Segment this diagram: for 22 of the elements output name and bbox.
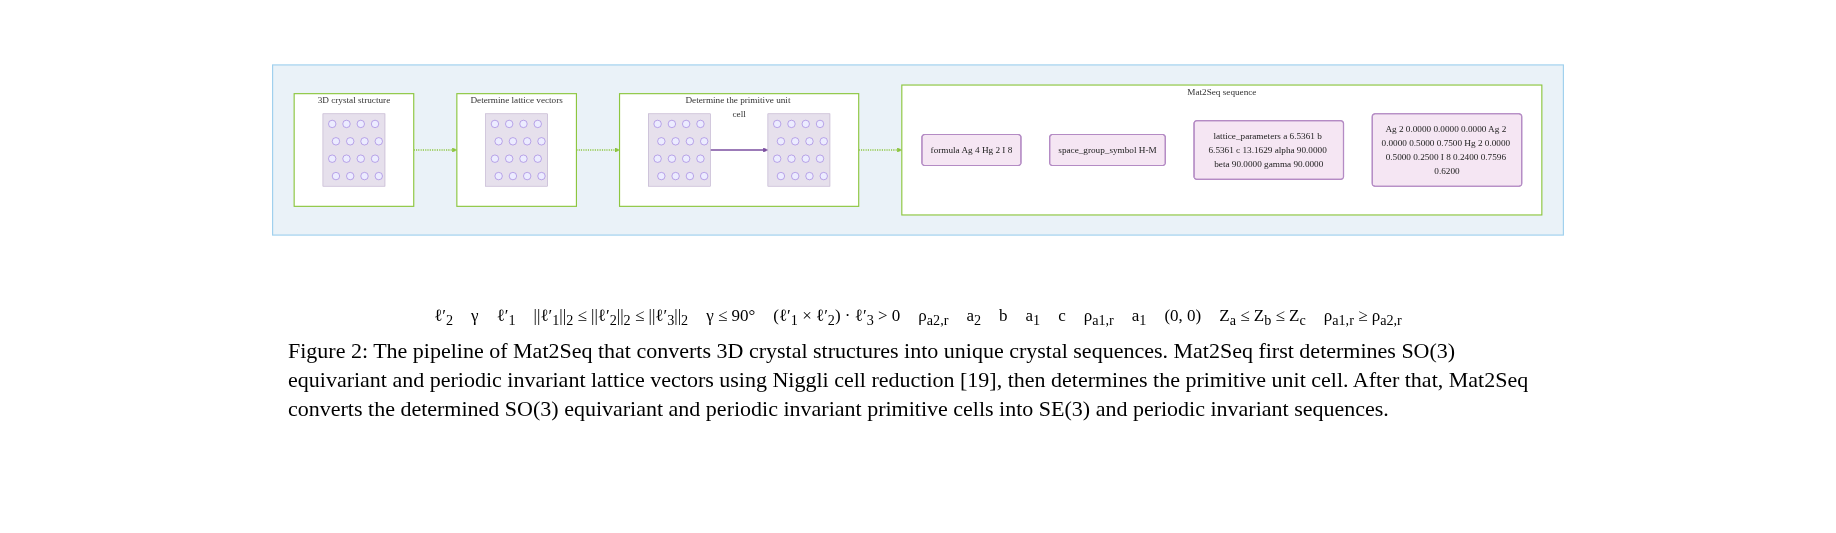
math-annotation: ||ℓ′$_{1}$||$_{2}$ ≤ ||ℓ′$_{2}$||$_{2}$ ≤ ||ℓ′$_{3}$||$_{2}$ [533,306,689,330]
figure-caption: Figure 2: The pipeline of Mat2Seq that converts 3D crystal structures into unique crystal sequences. Mat2Seq first determines SO(3) equivariant and periodic invariant lattice vectors using Niggli cell reduction [19], then determines the primitive unit cell. After that, Mat2Seq converts the determined SO(3) equivariant and periodic invariant primitive cells into SE(3) and periodic invariant sequences. [288,337,1530,423]
math-annotation: γ [471,306,479,327]
math-annotation: ℓ′$_{2}$ [434,306,454,330]
cluster: Determine the primitive unit cell [618,93,860,207]
cluster: 3D crystal structure [293,93,415,207]
math-annotation: (ℓ′$_{1}$ × ℓ′$_{2}$) · ℓ′$_{3}$ > 0 [773,306,901,330]
math-annotation: ℓ′$_{1}$ [496,306,516,330]
math-annotation: γ ≤ 90° [706,306,756,327]
math-annotation: a$_{1}$ [1025,306,1041,330]
cluster [272,64,1564,236]
math-annotation: Z$_{a}$ ≤ Z$_{b}$ ≤ Z$_{c}$ [1219,306,1306,330]
math-annotation: a$_{2}$ [966,306,982,330]
math-annotation: ρ$_{a2,r}$ [918,306,949,330]
math-annotation: a$_{1}$ [1131,306,1147,330]
cluster: Determine lattice vectors [456,93,577,207]
math-annotation: ρ$_{a1,r}$ [1083,306,1114,330]
arrow [709,147,769,153]
math-annotation: ρ$_{a1,r}$ ≥ ρ$_{a2,r}$ [1323,306,1402,330]
math-annotation: b [999,306,1008,327]
math-annotation: (0, 0) [1164,306,1202,327]
math-annotation: c [1058,306,1066,327]
